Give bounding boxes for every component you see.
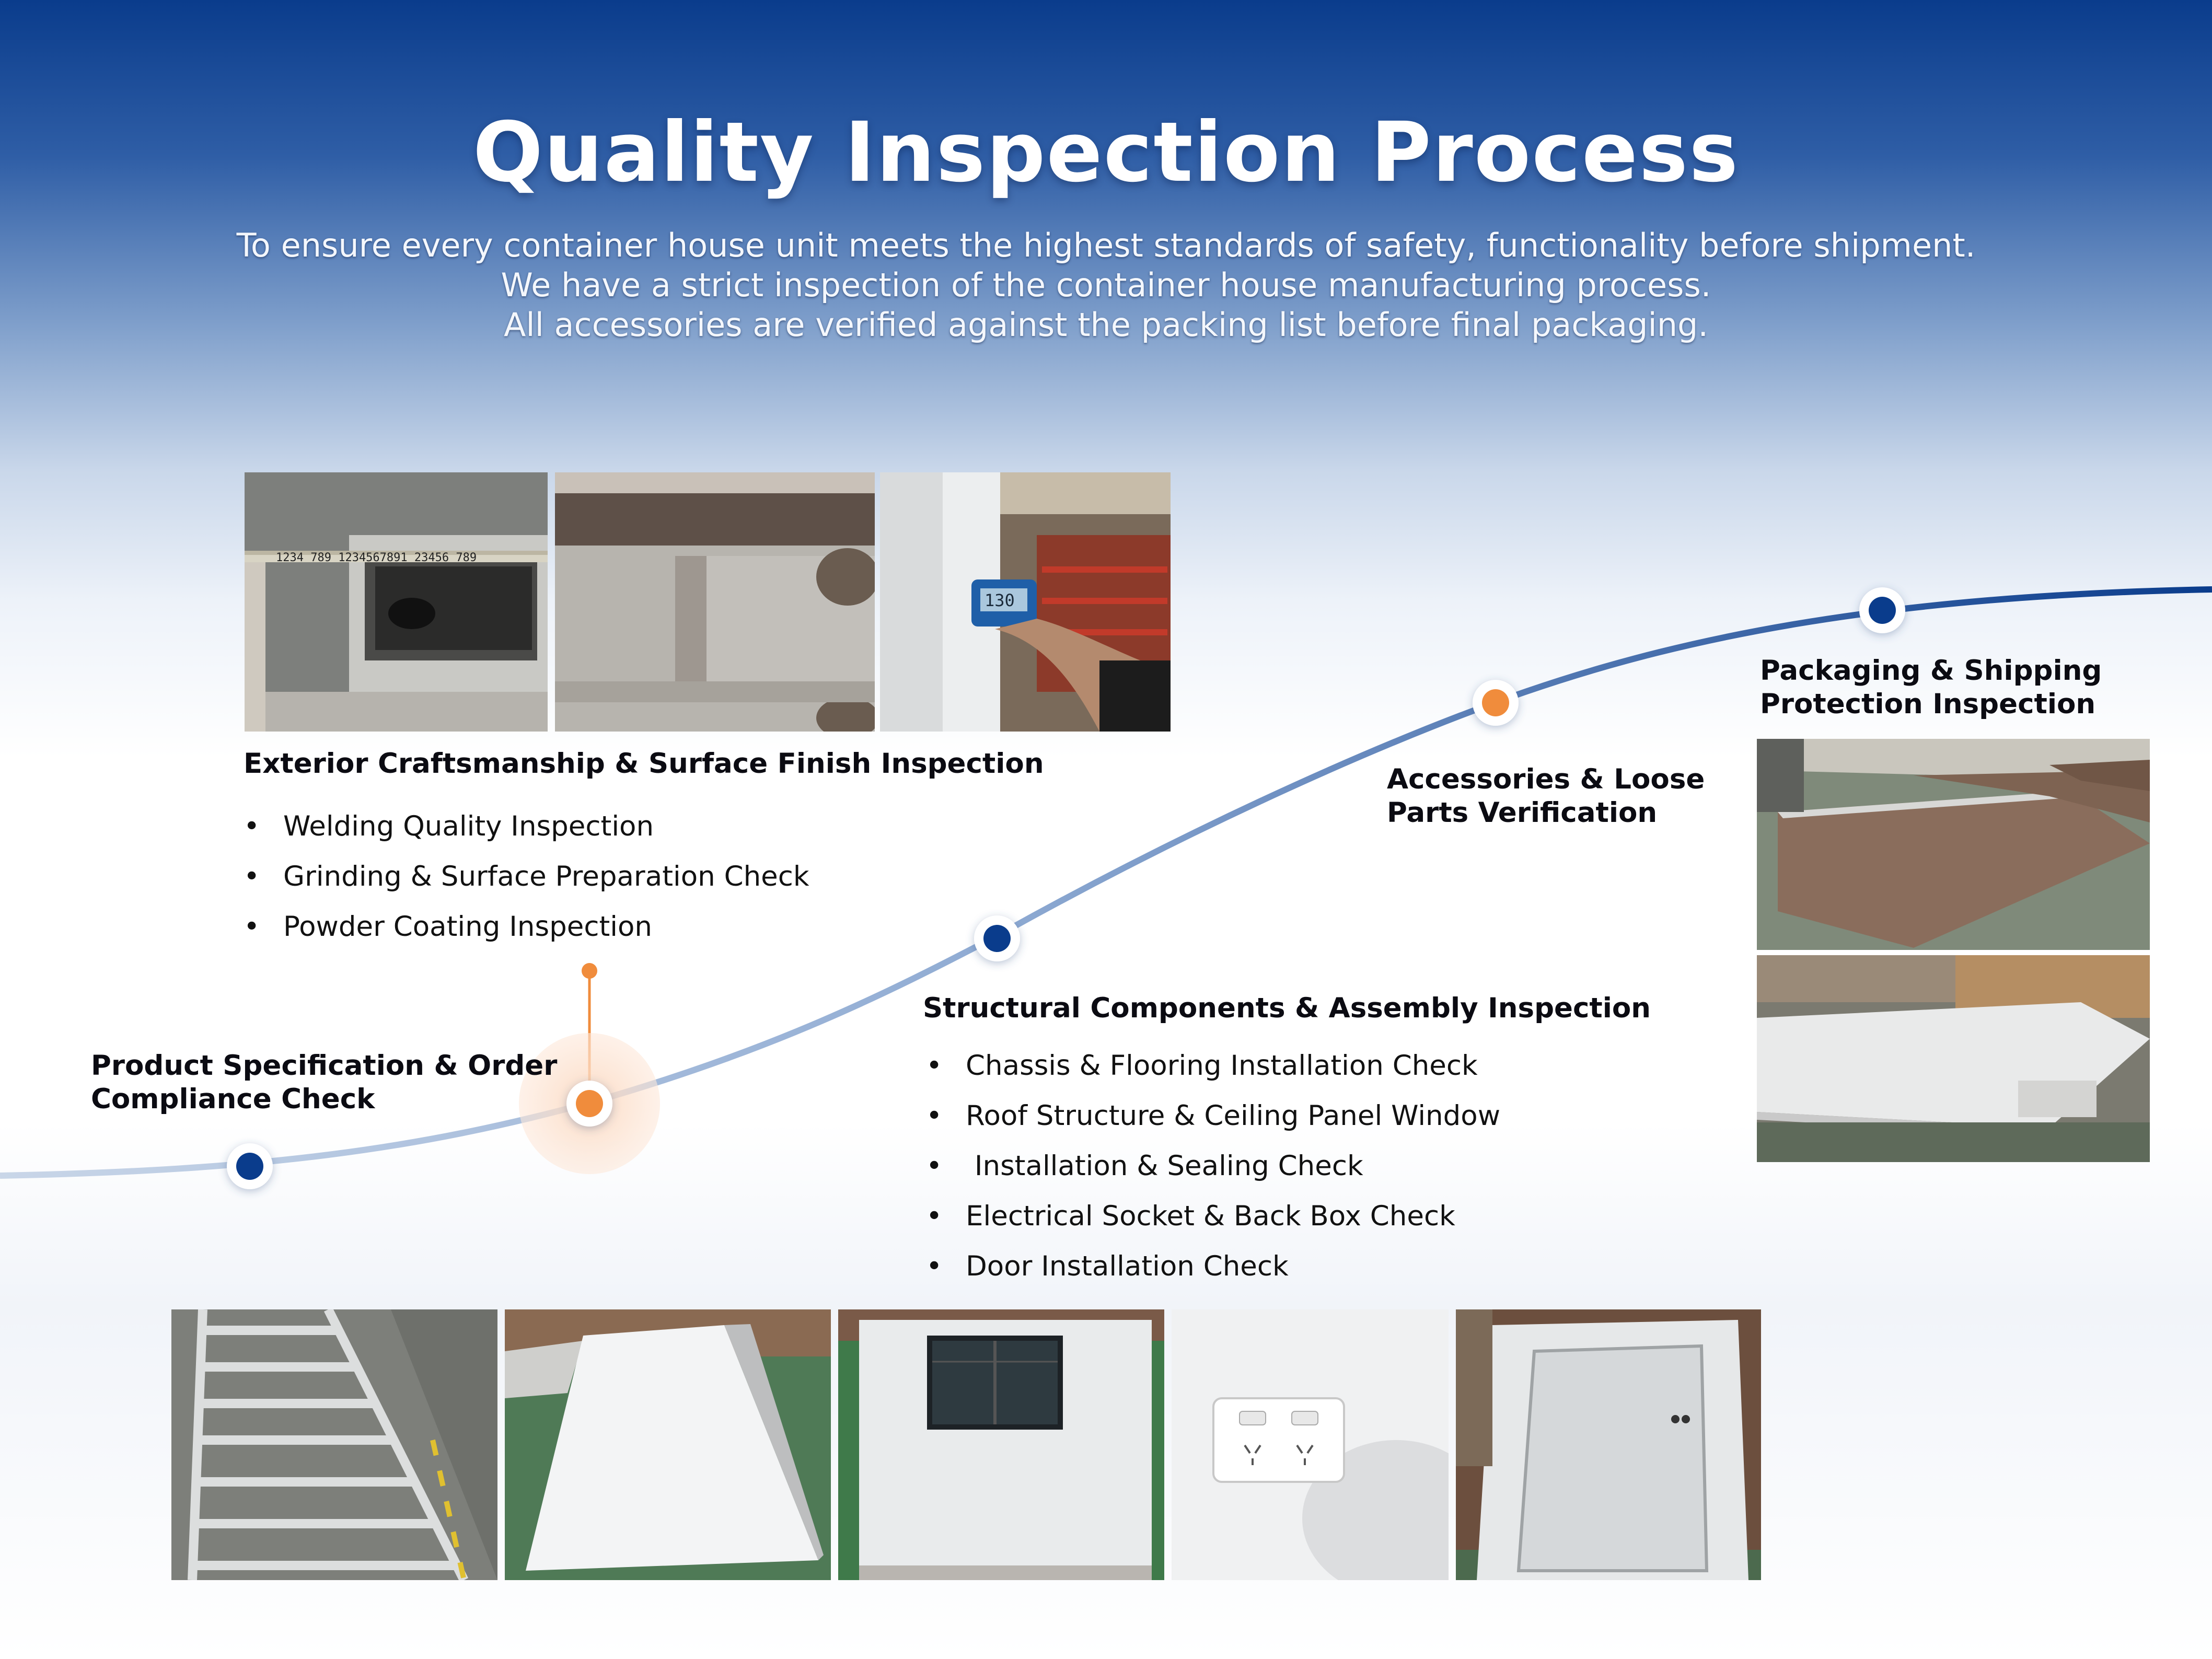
- structural-stage-title: Structural Components & Assembly Inspect…: [923, 992, 1651, 1024]
- list-item: •Electrical Socket & Back Box Check: [926, 1191, 1500, 1242]
- wrapped-panels-photo: [1757, 955, 2150, 1162]
- exterior-stage-title: Exterior Craftsmanship & Surface Finish …: [244, 748, 1044, 780]
- door-installation-photo: [1456, 1309, 1761, 1580]
- bullet: •: [244, 861, 260, 892]
- list-item: • Installation & Sealing Check: [926, 1141, 1500, 1191]
- window-panel-photo: [838, 1309, 1164, 1580]
- svg-text:1234 789 1234567891 23456 789: 1234 789 1234567891 23456 789: [276, 551, 477, 564]
- subtitle-line: All accessories are verified against the…: [503, 306, 1709, 344]
- roof-ceiling-panel-photo: [505, 1309, 831, 1580]
- list-item: •Door Installation Check: [926, 1242, 1500, 1292]
- bullet: •: [926, 1050, 943, 1082]
- packaging-stage-title: Packaging & Shipping Protection Inspecti…: [1760, 655, 2102, 720]
- exterior-checklist: •Welding Quality Inspection •Grinding & …: [244, 802, 809, 952]
- electrical-socket-photo: [1172, 1309, 1449, 1580]
- bullet: •: [926, 1150, 943, 1182]
- gauge-reading: 130: [985, 590, 1015, 610]
- bullet: •: [244, 810, 260, 842]
- timeline-path: [0, 586, 2212, 1179]
- packaged-floor-photo: [1757, 739, 2150, 950]
- subtitle-line: To ensure every container house unit mee…: [236, 226, 1976, 264]
- list-item: •Welding Quality Inspection: [244, 802, 809, 852]
- subtitle-line: We have a strict inspection of the conta…: [501, 266, 1711, 304]
- list-item: •Grinding & Surface Preparation Check: [244, 852, 809, 902]
- bullet: •: [926, 1250, 943, 1282]
- product-spec-stage-title: Product Specification & Order Compliance…: [91, 1050, 558, 1115]
- grinding-surface-photo: [555, 472, 875, 732]
- structural-checklist: •Chassis & Flooring Installation Check •…: [926, 1041, 1500, 1292]
- list-item: •Chassis & Flooring Installation Check: [926, 1041, 1500, 1091]
- page-title: Quality Inspection Process: [472, 105, 1740, 201]
- accessories-stage-title: Accessories & Loose Parts Verification: [1387, 763, 1705, 829]
- coating-thickness-gauge-photo: 130: [880, 472, 1171, 732]
- bullet: •: [926, 1200, 943, 1232]
- bullet: •: [926, 1100, 943, 1132]
- list-item: •Roof Structure & Ceiling Panel Window: [926, 1091, 1500, 1141]
- tape-measure-weld-photo: 1234 789 1234567891 23456 789: [245, 472, 548, 732]
- chassis-frame-photo: [171, 1309, 497, 1580]
- list-item: •Powder Coating Inspection: [244, 902, 809, 952]
- bullet: •: [244, 911, 260, 943]
- page-subtitle: To ensure every container house unit mee…: [0, 226, 2212, 345]
